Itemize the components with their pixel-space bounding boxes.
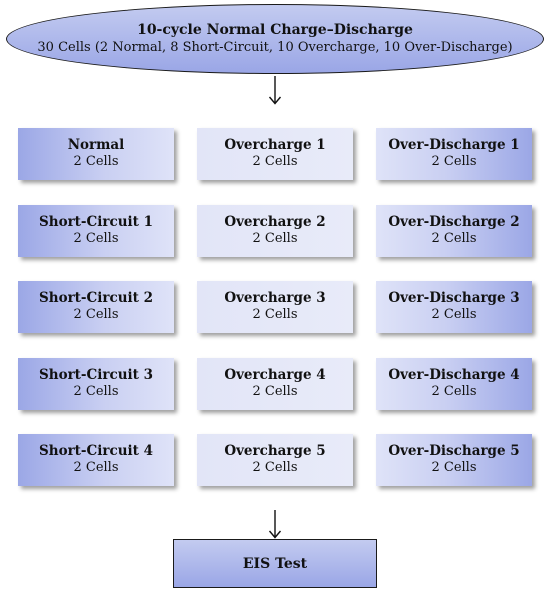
- start-node-title: 10-cycle Normal Charge–Discharge: [137, 22, 413, 39]
- end-node-eis-test: EIS Test: [173, 539, 377, 588]
- node-sub: 2 Cells: [73, 384, 119, 400]
- node-sub: 2 Cells: [73, 307, 119, 323]
- node-overcharge-1: Overcharge 1 2 Cells: [197, 128, 353, 180]
- node-overcharge-5: Overcharge 5 2 Cells: [197, 434, 353, 486]
- node-sub: 2 Cells: [431, 154, 477, 170]
- node-title: Overcharge 5: [224, 443, 326, 460]
- node-title: Overcharge 4: [224, 367, 326, 384]
- node-title: Normal: [67, 137, 125, 154]
- node-overcharge-3: Overcharge 3 2 Cells: [197, 281, 353, 333]
- node-short-circuit-2: Short-Circuit 2 2 Cells: [18, 281, 174, 333]
- end-node-label: EIS Test: [242, 555, 308, 572]
- node-title: Short-Circuit 2: [39, 290, 153, 307]
- node-sub: 2 Cells: [431, 231, 477, 247]
- node-short-circuit-1: Short-Circuit 1 2 Cells: [18, 205, 174, 257]
- node-sub: 2 Cells: [431, 384, 477, 400]
- node-title: Over-Discharge 2: [388, 214, 520, 231]
- node-sub: 2 Cells: [252, 460, 298, 476]
- node-sub: 2 Cells: [252, 154, 298, 170]
- node-overcharge-4: Overcharge 4 2 Cells: [197, 358, 353, 410]
- node-over-discharge-5: Over-Discharge 5 2 Cells: [376, 434, 532, 486]
- node-short-circuit-3: Short-Circuit 3 2 Cells: [18, 358, 174, 410]
- arrow-top: [268, 76, 282, 105]
- node-title: Overcharge 2: [224, 214, 326, 231]
- node-sub: 2 Cells: [431, 460, 477, 476]
- node-title: Over-Discharge 3: [388, 290, 520, 307]
- node-title: Overcharge 1: [224, 137, 326, 154]
- node-sub: 2 Cells: [431, 307, 477, 323]
- node-title: Overcharge 3: [224, 290, 326, 307]
- node-over-discharge-1: Over-Discharge 1 2 Cells: [376, 128, 532, 180]
- node-sub: 2 Cells: [252, 384, 298, 400]
- node-sub: 2 Cells: [252, 231, 298, 247]
- node-sub: 2 Cells: [73, 154, 119, 170]
- node-over-discharge-3: Over-Discharge 3 2 Cells: [376, 281, 532, 333]
- node-title: Over-Discharge 1: [388, 137, 520, 154]
- node-normal: Normal 2 Cells: [18, 128, 174, 180]
- node-title: Short-Circuit 4: [39, 443, 153, 460]
- node-title: Short-Circuit 3: [39, 367, 153, 384]
- node-short-circuit-4: Short-Circuit 4 2 Cells: [18, 434, 174, 486]
- node-title: Over-Discharge 4: [388, 367, 520, 384]
- node-sub: 2 Cells: [73, 231, 119, 247]
- node-over-discharge-4: Over-Discharge 4 2 Cells: [376, 358, 532, 410]
- node-sub: 2 Cells: [252, 307, 298, 323]
- node-title: Short-Circuit 1: [39, 214, 153, 231]
- node-overcharge-2: Overcharge 2 2 Cells: [197, 205, 353, 257]
- arrow-bottom: [268, 510, 282, 539]
- node-sub: 2 Cells: [73, 460, 119, 476]
- start-node: 10-cycle Normal Charge–Discharge 30 Cell…: [6, 4, 544, 74]
- node-over-discharge-2: Over-Discharge 2 2 Cells: [376, 205, 532, 257]
- node-title: Over-Discharge 5: [388, 443, 520, 460]
- start-node-subtitle: 30 Cells (2 Normal, 8 Short-Circuit, 10 …: [37, 39, 513, 55]
